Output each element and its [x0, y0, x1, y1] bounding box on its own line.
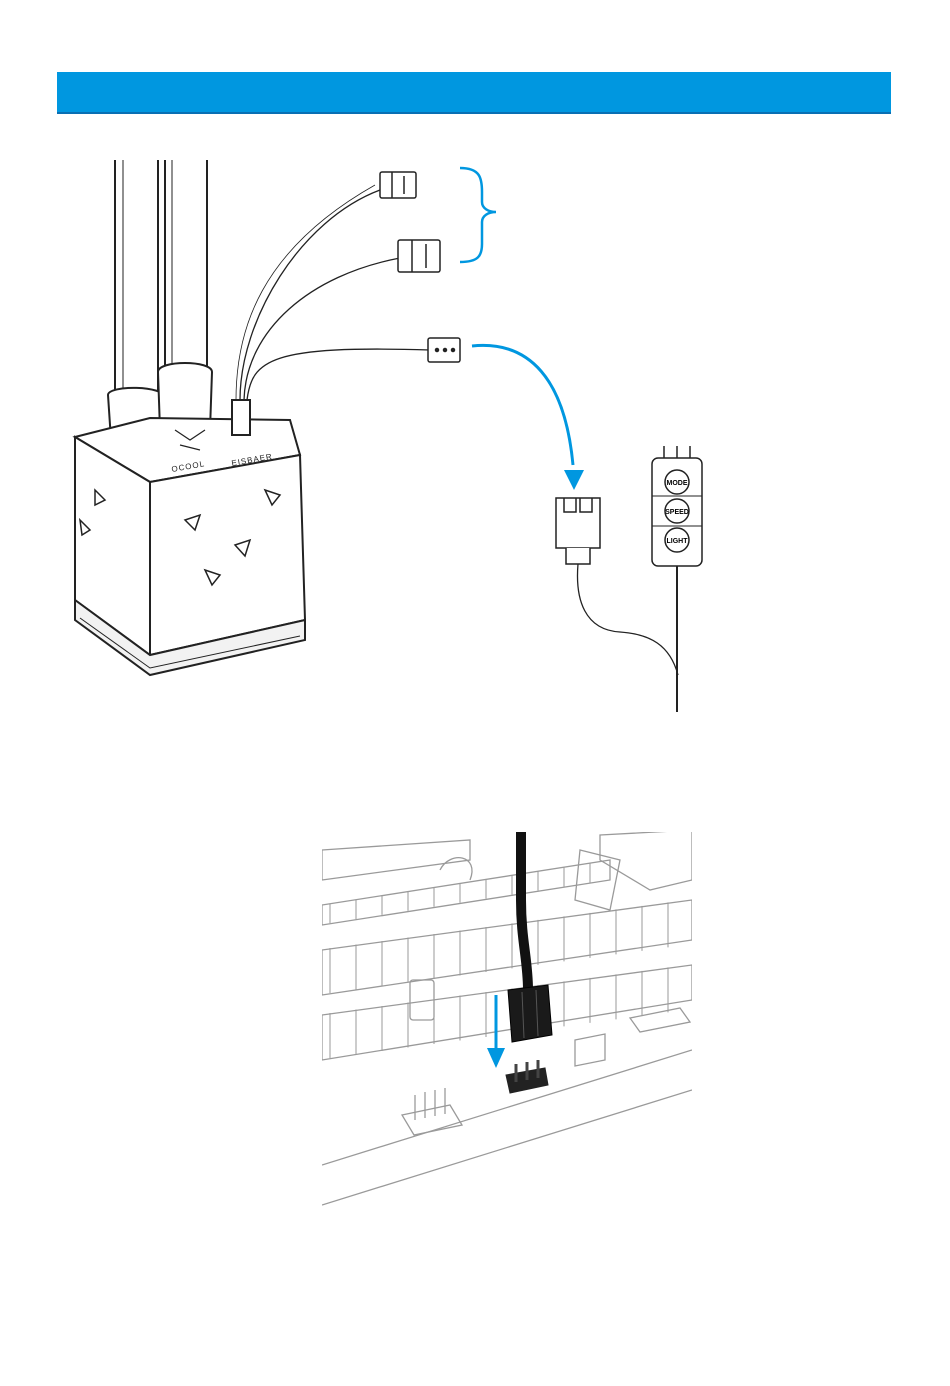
coolant-tubes: [108, 160, 212, 455]
mode-button[interactable]: MODE: [665, 470, 689, 494]
fan-connector-large: [398, 240, 440, 272]
mode-button-label: MODE: [667, 480, 688, 487]
fan-connector-small: [380, 172, 416, 198]
down-arrow-icon: [472, 345, 584, 490]
speed-button[interactable]: SPEED: [665, 499, 689, 523]
light-button-label: LIGHT: [667, 538, 689, 545]
controller-input-connector: [556, 498, 600, 564]
controller-input-cable: [577, 564, 678, 675]
rgb-3pin-connector: [428, 338, 460, 362]
pump-block: [75, 400, 305, 675]
speed-button-label: SPEED: [665, 509, 689, 516]
pump-cables: [236, 185, 430, 400]
curly-brace-icon: [460, 168, 496, 262]
light-button[interactable]: LIGHT: [665, 528, 689, 552]
